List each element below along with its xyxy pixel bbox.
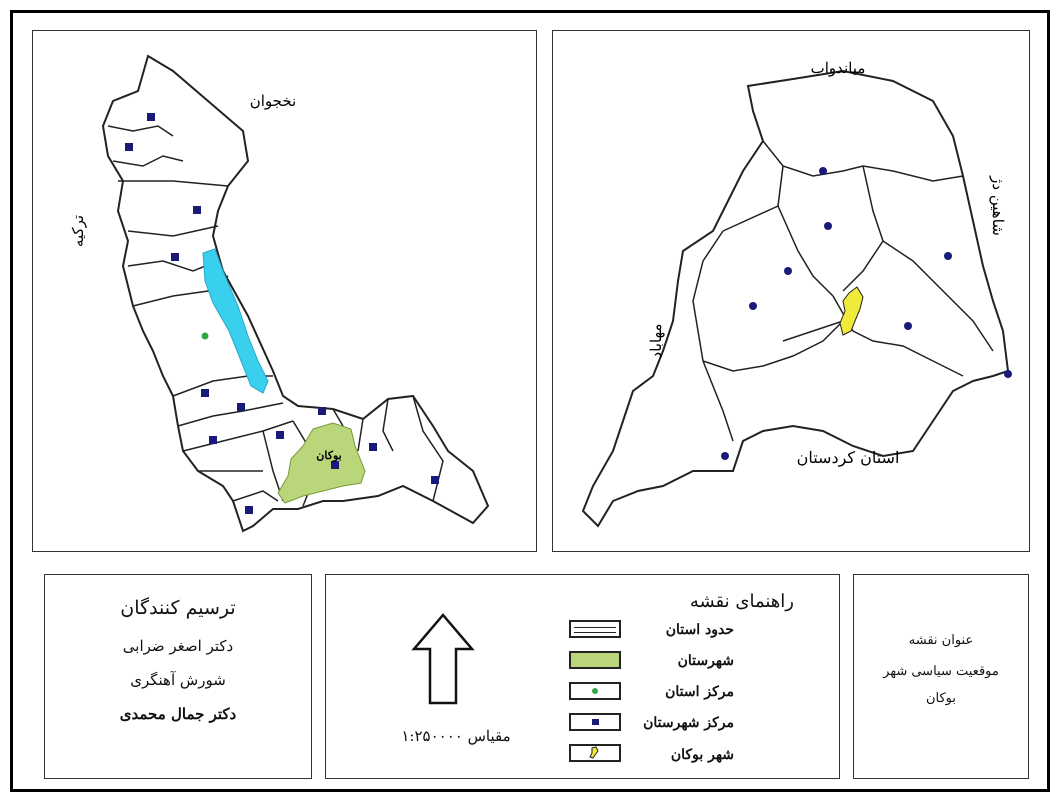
lake-urmia — [202, 248, 269, 394]
neighbor-label-kurdistan: استان کردستان — [797, 448, 900, 467]
province-map-panel: نخجوان ترکیه بوکان — [32, 30, 537, 552]
bukan-county-outline — [581, 69, 1010, 528]
county-center-square — [569, 713, 621, 731]
credits-box: ترسیم کنندگان دکتر اصغر ضرابی شورش آهنگر… — [44, 574, 312, 779]
legend-heading: راهنمای نقشه — [689, 591, 794, 612]
north-arrow-icon — [411, 613, 475, 705]
county-fill-symbol — [569, 651, 621, 669]
neighbor-label-shahindezh: شاهین دژ — [989, 175, 1007, 236]
neighbor-label-nakhchivan: نخجوان — [250, 92, 296, 110]
map-title-line-2: بوکان — [925, 691, 957, 706]
county-center-markers — [125, 113, 439, 514]
bukan-city-area — [839, 286, 864, 336]
legend-label-county-center: مرکز شهرستان — [643, 715, 734, 731]
credit-name-3: دکتر جمال محمدی — [119, 705, 237, 723]
title-label: عنوان نقشه — [908, 633, 974, 648]
legend-label-province-center: مرکز استان — [665, 684, 734, 700]
legend-box: راهنمای نقشه حدود استان شهرستان مرکز است… — [325, 574, 840, 779]
credit-name-1: دکتر اصغر ضرابی — [122, 637, 234, 655]
legend-label-county: شهرستان — [677, 653, 734, 669]
neighbor-label-mahabad: مهاباد — [647, 324, 665, 359]
province-center-dot — [569, 682, 621, 700]
county-map-panel: میاندواب شاهین دژ مهاباد استان کردستان — [552, 30, 1030, 552]
credits-heading: ترسیم کنندگان — [120, 597, 236, 619]
province-boundary-symbol — [569, 620, 621, 638]
map-frame — [10, 10, 1050, 792]
west-azerbaijan-outline — [101, 54, 490, 533]
county-map: میاندواب شاهین دژ مهاباد استان کردستان — [581, 59, 1012, 528]
bukan-county — [277, 422, 366, 504]
neighbor-label-miandoab: میاندواب — [811, 59, 866, 77]
map-scale: مقیاس ۱:۲۵۰۰۰۰ — [401, 727, 511, 745]
legend-label-bukan-city: شهر بوکان — [670, 747, 734, 763]
neighbor-label-turkey: ترکیه — [69, 215, 87, 247]
province-center-marker — [201, 332, 209, 340]
county-label-bukan: بوکان — [316, 449, 341, 462]
province-map: نخجوان ترکیه بوکان — [69, 54, 490, 533]
credit-name-2: شورش آهنگری — [130, 671, 226, 689]
map-title-line-1: موقعیت سیاسی شهر — [883, 664, 999, 679]
legend-label-province-boundary: حدود استان — [665, 622, 734, 638]
district-center-markers — [721, 167, 1012, 460]
bukan-city-symbol — [569, 744, 621, 762]
title-box: عنوان نقشه موقعیت سیاسی شهر بوکان — [853, 574, 1029, 779]
